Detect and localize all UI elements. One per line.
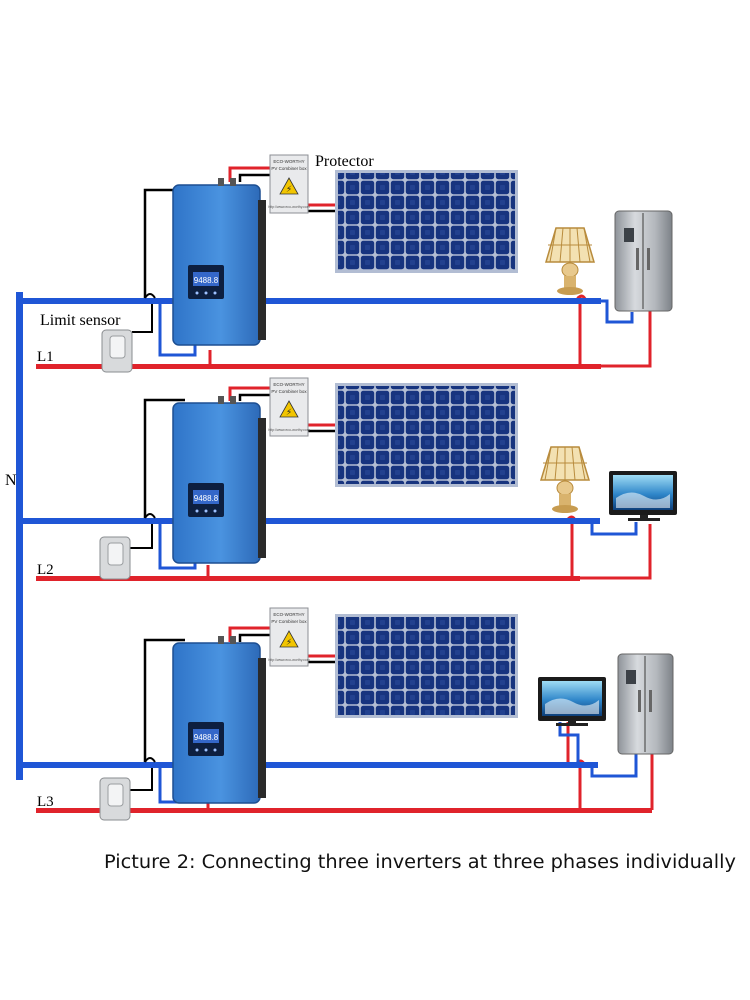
- neutral-wire-l3: [16, 762, 598, 768]
- phase-wire-l1-load: [601, 305, 652, 368]
- ct-cable-1: [143, 188, 185, 298]
- inverter-display-2: 9488.8: [194, 494, 219, 503]
- combiner-url-2: http://www.eco-worthy.com: [268, 428, 310, 432]
- ct-cable-2: [143, 398, 185, 518]
- neutral-label: N: [5, 472, 17, 489]
- phase-wire-l1: [36, 364, 601, 369]
- neutral-bus: [16, 292, 23, 780]
- phase-wire-l2: [36, 576, 580, 581]
- combiner-box-2: ECO-WORTHY PV Combiner box ⚡ http://www.…: [268, 377, 310, 437]
- system-l2: 9488.8 ECO-WORTHY PV Combiner box ⚡ http…: [16, 377, 677, 581]
- dc-cable-1: [228, 166, 272, 182]
- inverter-2: 9488.8: [172, 396, 266, 564]
- combiner-brand-1: ECO-WORTHY: [273, 159, 304, 164]
- protector-label: Protector: [315, 153, 374, 170]
- neutral-wire-l1: [16, 298, 601, 304]
- phase-drop-lamp-1: [577, 296, 582, 366]
- warning-icon: [279, 177, 299, 195]
- inverter-display-1: 9488.8: [194, 276, 219, 285]
- ct-cable-3: [143, 638, 185, 762]
- solar-panel-1: [335, 170, 518, 273]
- inverter-neutral-link-1: [158, 301, 197, 357]
- phase-label-l2: L2: [37, 562, 54, 578]
- phase-label-l1: L1: [37, 349, 54, 365]
- inverter-3: 9488.8: [172, 636, 266, 804]
- combiner-url-1: http://www.eco-worthy.com: [268, 205, 310, 209]
- neutral-wire-l2: [16, 518, 600, 524]
- dc-cable-black-1: [238, 173, 272, 182]
- combiner-brand-2: ECO-WORTHY: [273, 382, 304, 387]
- combiner-box-3: ECO-WORTHY PV Combiner box ⚡ http://www.…: [268, 607, 310, 667]
- combiner-url-3: http://www.eco-worthy.com: [268, 658, 310, 662]
- phase-wire-l2-load: [580, 524, 652, 580]
- phase-label-l3: L3: [37, 794, 54, 810]
- lamp-1: [544, 227, 596, 295]
- refrigerator-1: [614, 210, 673, 312]
- solar-panel-3: [335, 614, 518, 718]
- television-3: [538, 677, 606, 726]
- warning-icon: [279, 630, 299, 648]
- inverter-1: 9488.8: [172, 178, 266, 346]
- combiner-name-2: PV Combiner box: [271, 389, 307, 394]
- solar-panel-2: [335, 383, 518, 487]
- neutral-wire-l1-load: [601, 299, 634, 324]
- phase-wire-l3: [36, 808, 652, 813]
- refrigerator-3: [617, 653, 674, 755]
- system-l1: 9488.8 ECO-WORTHY PV Combiner box ⚡ http…: [16, 153, 673, 373]
- svg-text:⚡: ⚡: [286, 407, 292, 417]
- combiner-box-1: ECO-WORTHY PV Combiner box ⚡ http://www.…: [268, 154, 310, 214]
- figure-caption: Picture 2: Connecting three inverters at…: [104, 852, 736, 873]
- svg-text:⚡: ⚡: [286, 184, 292, 194]
- combiner-brand-3: ECO-WORTHY: [273, 612, 304, 617]
- combiner-name-3: PV Combiner box: [271, 619, 307, 624]
- inverter-display-3: 9488.8: [194, 733, 219, 742]
- limit-sensor-1: [101, 329, 133, 373]
- limit-sensor-3: [99, 777, 131, 821]
- svg-text:⚡: ⚡: [286, 637, 292, 647]
- combiner-name-1: PV Combiner box: [271, 166, 307, 171]
- ct-cable-hop-1: [144, 293, 156, 299]
- lamp-2: [539, 446, 591, 513]
- limit-sensor-label: Limit sensor: [40, 312, 121, 329]
- ct-cable-to-sensor-1: [132, 304, 153, 333]
- system-l3: 9488.8 ECO-WORTHY PV Combiner box ⚡ http…: [16, 607, 674, 821]
- television-2: [609, 471, 677, 521]
- warning-icon: [279, 400, 299, 418]
- limit-sensor-2: [99, 536, 131, 580]
